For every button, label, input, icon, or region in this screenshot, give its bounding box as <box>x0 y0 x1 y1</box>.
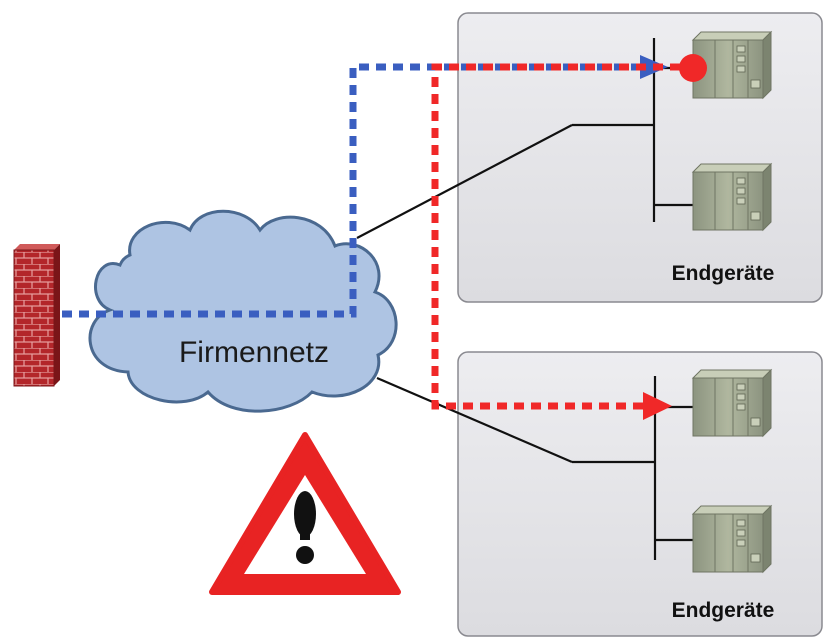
red-origin-dot <box>679 54 707 82</box>
network-cloud-icon <box>88 209 398 413</box>
zone-bottom-label: Endgeräte <box>672 599 775 622</box>
firewall-icon <box>13 244 60 387</box>
plc-device-icon <box>692 163 772 231</box>
cloud-label: Firmennetz <box>179 336 329 369</box>
zone-top-label: Endgeräte <box>672 262 775 285</box>
red-access-path <box>431 63 680 420</box>
warning-triangle-icon <box>209 432 401 595</box>
plc-device-icon <box>692 505 772 573</box>
plc-device-icon <box>692 369 772 437</box>
